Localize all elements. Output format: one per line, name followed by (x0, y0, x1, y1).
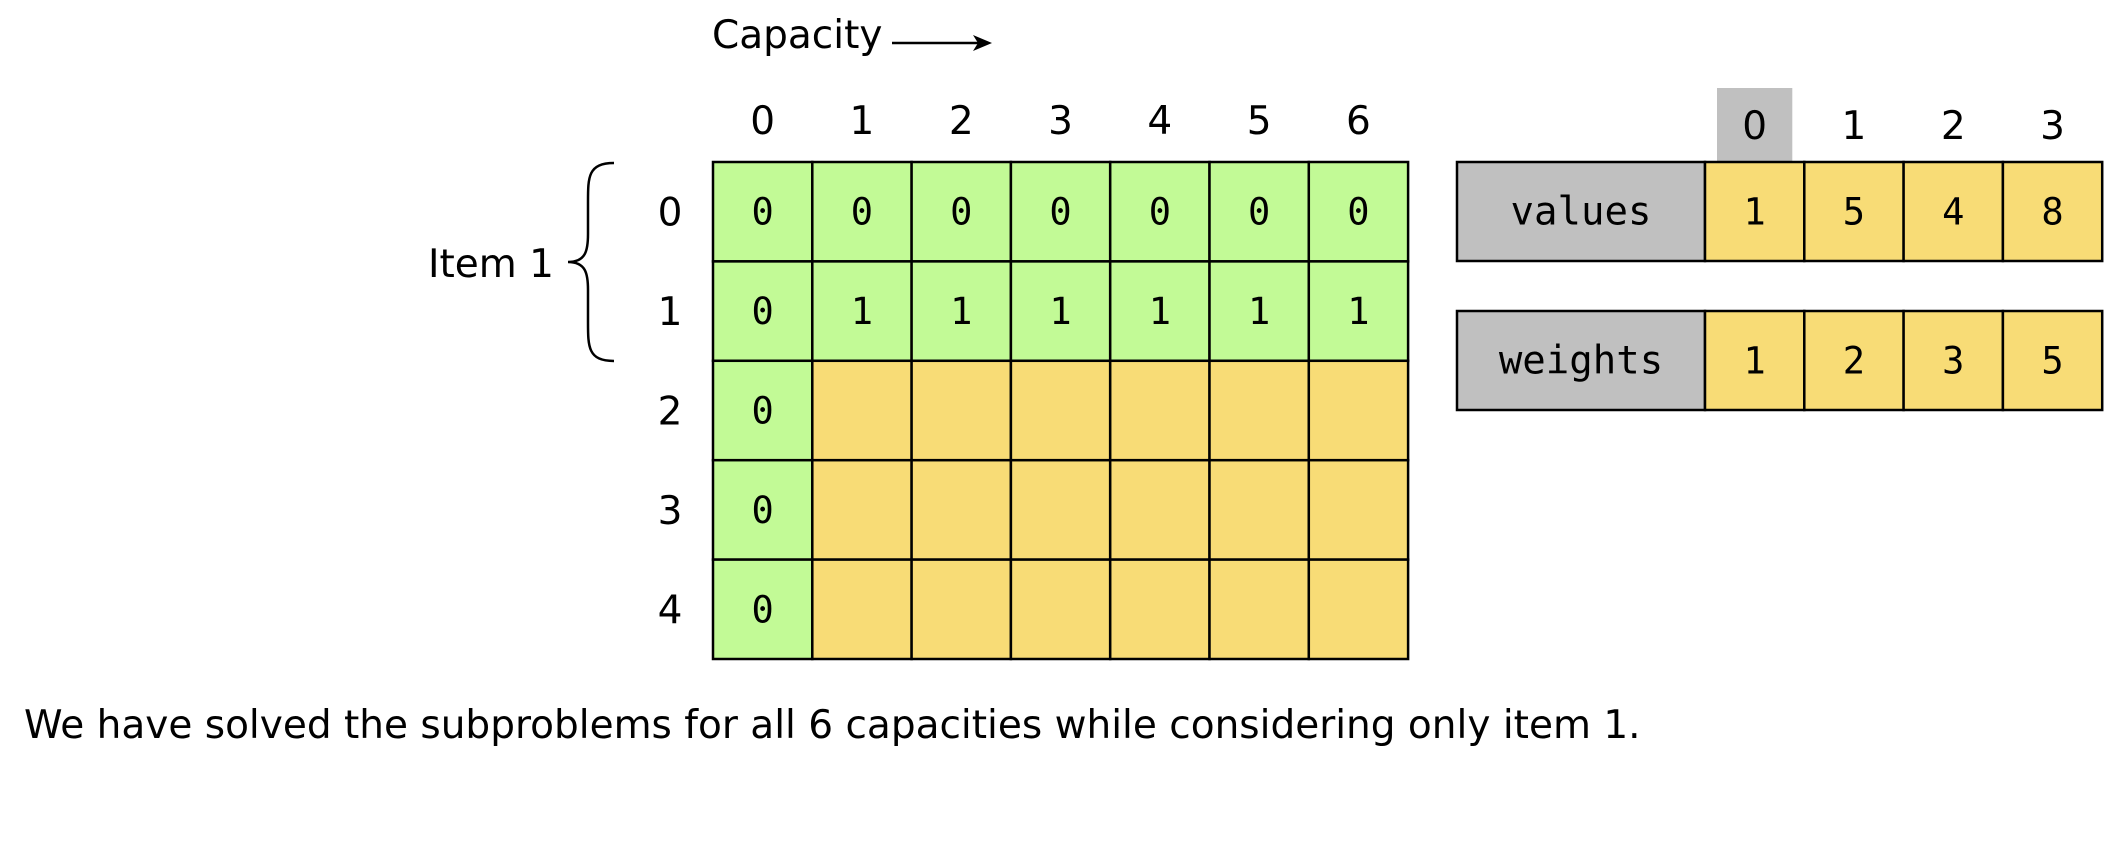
dp-cell-unsolved (910, 359, 1013, 462)
dp-cell-value: 0 (1248, 191, 1270, 234)
item-index-header: 2 (1941, 104, 1966, 149)
dp-cell-value: 0 (1049, 191, 1071, 234)
dp-cell-value: 0 (950, 191, 972, 234)
dp-cell-unsolved (1208, 359, 1311, 462)
capacity-header: 1 (850, 99, 875, 144)
dp-cell-solved (910, 260, 1013, 363)
dp-cell-value: 0 (752, 191, 774, 234)
dp-cell-solved (1208, 260, 1311, 363)
dp-cell-solved (1307, 260, 1410, 363)
values-value: 5 (1843, 191, 1865, 234)
capacity-header: 2 (949, 99, 974, 144)
dp-cell-value: 0 (851, 191, 873, 234)
dp-cell-value: 1 (1049, 290, 1071, 333)
dp-cell-value: 0 (752, 390, 774, 433)
capacity-label: Capacity (712, 13, 882, 58)
dp-cell-value: 1 (1149, 290, 1171, 333)
dp-cell-unsolved (1307, 558, 1410, 661)
values-cell (1902, 160, 2005, 263)
row-header: 0 (658, 191, 683, 236)
dp-cell-value: 1 (851, 290, 873, 333)
dp-cell-solved (811, 160, 913, 263)
values-cell (1803, 160, 1905, 263)
item-1-brace (567, 161, 615, 363)
dp-cell-solved (1009, 260, 1112, 363)
dp-cell-value: 0 (1149, 191, 1171, 234)
capacity-header: 5 (1247, 99, 1272, 144)
dp-cell-unsolved (1208, 558, 1311, 661)
weights-value: 3 (1942, 340, 1964, 383)
caption: We have solved the subproblems for all 6… (24, 703, 1641, 748)
dp-cell-unsolved (1208, 458, 1311, 561)
weights-label: weights (1499, 339, 1663, 384)
dp-cell-unsolved (1307, 359, 1410, 462)
weights-cell (1803, 309, 1905, 412)
dp-cell-solved (811, 260, 913, 363)
weights-cell (2001, 309, 2104, 412)
item-index-header: 1 (1842, 104, 1867, 149)
capacity-header: 4 (1147, 99, 1172, 144)
values-array: values 1 5 4 8 (1455, 160, 2104, 263)
dp-cell-value: 1 (1347, 290, 1369, 333)
values-cell (2001, 160, 2104, 263)
weights-cell (1902, 309, 2005, 412)
highlighted-index-marker (1717, 88, 1793, 161)
weights-value: 1 (1744, 340, 1766, 383)
item-index-headers: 0 1 2 3 (1717, 88, 2065, 161)
weights-value: 5 (2041, 340, 2063, 383)
row-header: 4 (658, 588, 683, 633)
item-index-header: 0 (1742, 104, 1767, 149)
weights-array: weights 1 2 3 5 (1455, 309, 2104, 412)
dp-cell-unsolved (910, 558, 1013, 661)
dp-cell-unsolved (811, 558, 913, 661)
dp-cell-solved (1307, 160, 1410, 263)
weights-cell (1703, 309, 1806, 412)
dp-cell-solved (711, 359, 814, 462)
dp-cell-value: 0 (752, 588, 774, 631)
weights-value: 2 (1843, 340, 1865, 383)
dp-cell-unsolved (1108, 458, 1211, 561)
dp-cell-unsolved (1009, 458, 1112, 561)
row-header: 1 (658, 290, 683, 335)
row-header: 3 (658, 489, 683, 534)
item-index-header: 3 (2040, 104, 2065, 149)
values-value: 8 (2041, 191, 2063, 234)
dp-table: 0 0 0 0 0 0 0 0 1 1 1 1 1 1 0 0 0 (711, 160, 1410, 661)
dp-cell-value: 0 (752, 290, 774, 333)
dp-cell-unsolved (811, 359, 913, 462)
dp-cell-unsolved (1307, 458, 1410, 561)
capacity-headers: 0 1 2 3 4 5 6 (750, 99, 1371, 144)
capacity-header: 0 (750, 99, 775, 144)
dp-cell-unsolved (811, 458, 913, 561)
dp-cell-unsolved (1009, 558, 1112, 661)
dp-cell-unsolved (910, 458, 1013, 561)
item-1-label: Item 1 (428, 242, 554, 287)
row-header: 2 (658, 390, 683, 435)
dp-cell-solved (711, 558, 814, 661)
values-cell (1703, 160, 1806, 263)
dp-cell-value: 0 (1347, 191, 1369, 234)
dp-cell-unsolved (1108, 558, 1211, 661)
capacity-header: 3 (1048, 99, 1073, 144)
dp-cell-value: 1 (950, 290, 972, 333)
values-value: 1 (1744, 191, 1766, 234)
values-value: 4 (1942, 191, 1964, 234)
values-label-box (1455, 160, 1707, 263)
dp-cell-value: 1 (1248, 290, 1270, 333)
capacity-header: 6 (1346, 99, 1371, 144)
row-headers: 0 1 2 3 4 (658, 191, 683, 634)
values-label: values (1511, 190, 1652, 235)
dp-cell-value: 0 (752, 489, 774, 532)
dp-cell-unsolved (1009, 359, 1112, 462)
dp-cell-unsolved (1108, 359, 1211, 462)
capacity-arrow (892, 35, 992, 51)
